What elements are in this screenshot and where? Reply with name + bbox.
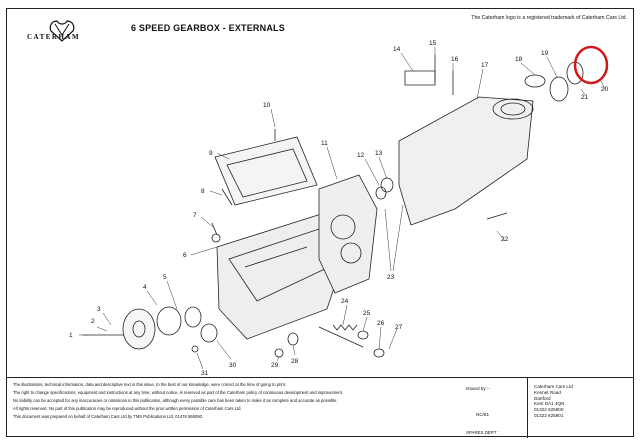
address-line: 01322 625800 [534, 407, 564, 413]
callout-25: 25 [363, 310, 371, 317]
callout-23: 23 [387, 274, 395, 281]
callout-18: 18 [515, 56, 523, 63]
callout-14: 14 [393, 46, 401, 53]
footer: The illustrations, technical information… [7, 377, 633, 438]
disclaimer-line: The illustrations, technical information… [13, 382, 287, 387]
callout-12: 12 [357, 152, 365, 159]
callout-27: 27 [395, 324, 403, 331]
callout-11: 11 [321, 140, 328, 147]
drawing-sheet: CATERHAM 6 SPEED GEARBOX - EXTERNALS The… [6, 8, 634, 438]
rear-housing [398, 96, 534, 226]
callout-17: 17 [481, 62, 489, 69]
top-cover [214, 136, 318, 206]
trademark-note: The Caterham logo is a registered tradem… [471, 15, 627, 21]
callout-labels: 1 2 3 4 5 6 7 8 9 10 11 12 13 14 15 16 1… [69, 40, 609, 377]
callout-21: 21 [581, 94, 589, 101]
callout-7: 7 [193, 212, 197, 219]
disclaimer-line: This document was prepared on behalf of … [13, 413, 204, 419]
callout-20: 20 [601, 86, 609, 93]
spares-dept-label: SPARES DEPT : [466, 430, 499, 435]
callout-16: 16 [451, 56, 459, 63]
callout-4: 4 [143, 284, 147, 291]
address-line: 01322 625801 [534, 412, 564, 418]
issuer-address: Caterham Cars Ltd Kennet Road Dartford K… [534, 384, 573, 419]
callout-24: 24 [341, 298, 349, 305]
callout-8: 8 [201, 188, 205, 195]
disclaimer-line: The right to change specifications, equi… [13, 389, 344, 395]
issued-by-label: Issued by :- [466, 386, 490, 391]
callout-22: 22 [501, 236, 509, 243]
ncr-code: NC/81 [476, 412, 490, 417]
callout-19: 19 [541, 50, 549, 57]
address-line: Kent DA1 4QN [534, 401, 565, 407]
callout-6: 6 [183, 252, 187, 259]
callout-29: 29 [271, 362, 279, 369]
disclaimer-line: All rights reserved. No part of this pub… [13, 405, 242, 411]
logo-text: CATERHAM [27, 33, 81, 41]
callout-30: 30 [229, 362, 237, 369]
callout-13: 13 [375, 150, 383, 157]
disclaimer-line: No liability can be accepted for any ina… [13, 397, 338, 403]
page-title: 6 SPEED GEARBOX - EXTERNALS [131, 23, 285, 33]
address-line: Kennet Road [534, 389, 561, 395]
bearing-retainer [122, 308, 156, 350]
callout-26: 26 [377, 320, 385, 327]
intermediate-plate [318, 174, 378, 294]
address-line: Caterham Cars Ltd [534, 384, 573, 389]
callout-2: 2 [91, 318, 95, 325]
caterham-logo [49, 20, 75, 42]
callout-15: 15 [429, 40, 437, 47]
callout-1: 1 [69, 332, 73, 339]
callout-3: 3 [97, 306, 101, 313]
callout-28: 28 [291, 358, 299, 365]
highlight-circle [573, 45, 609, 85]
disclaimer: The illustrations, technical information… [13, 382, 423, 422]
exploded-diagram: 1 2 3 4 5 6 7 8 9 10 11 12 13 14 15 16 1… [69, 40, 609, 377]
callout-5: 5 [163, 274, 167, 281]
address-line: Dartford [534, 395, 551, 401]
callout-9: 9 [209, 150, 213, 157]
callout-31: 31 [201, 370, 209, 377]
issuer-box: Issued by :- NC/81 Caterham Cars Ltd Ken… [466, 378, 633, 438]
callout-10: 10 [263, 102, 271, 109]
